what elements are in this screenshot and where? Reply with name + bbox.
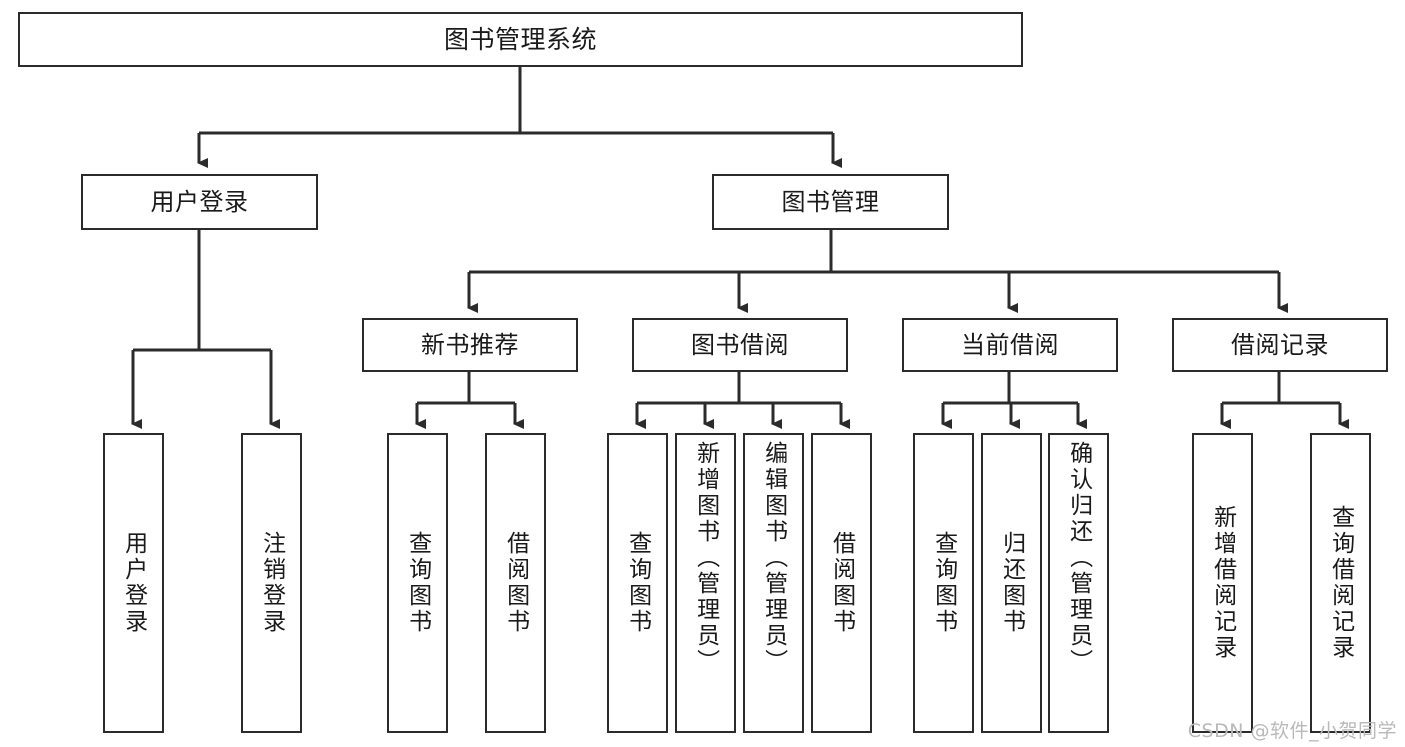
node-user-login[interactable]: 用户登录 bbox=[81, 174, 318, 230]
leaf-query-books-current[interactable]: 查询图书 bbox=[913, 433, 974, 733]
leaf-edit-book-admin[interactable]: 编辑图书（管理员） bbox=[743, 433, 804, 733]
node-label: 查询图书 bbox=[930, 531, 957, 635]
leaf-return-books[interactable]: 归还图书 bbox=[981, 433, 1042, 733]
node-label: 借阅图书 bbox=[502, 531, 529, 635]
leaf-add-book-admin[interactable]: 新增图书（管理员） bbox=[675, 433, 736, 733]
node-label: 注销登录 bbox=[258, 531, 285, 635]
node-root-book-management-system[interactable]: 图书管理系统 bbox=[18, 12, 1023, 67]
node-label: 新书推荐 bbox=[421, 330, 519, 359]
node-label: 用户登录 bbox=[150, 187, 249, 216]
node-book-management[interactable]: 图书管理 bbox=[712, 174, 949, 230]
node-label: 查询借阅记录 bbox=[1327, 505, 1354, 661]
node-new-book-recommendation[interactable]: 新书推荐 bbox=[362, 318, 578, 372]
node-label: 借阅记录 bbox=[1231, 330, 1329, 359]
node-book-borrowing[interactable]: 图书借阅 bbox=[632, 318, 848, 372]
node-label: 图书借阅 bbox=[691, 330, 789, 359]
node-label: 查询图书 bbox=[404, 531, 431, 635]
leaf-query-books-borrow[interactable]: 查询图书 bbox=[607, 433, 668, 733]
leaf-query-borrow-record[interactable]: 查询借阅记录 bbox=[1310, 433, 1371, 733]
leaf-query-books-recommend[interactable]: 查询图书 bbox=[387, 433, 448, 733]
leaf-borrow-books[interactable]: 借阅图书 bbox=[811, 433, 872, 733]
node-borrowing-records[interactable]: 借阅记录 bbox=[1172, 318, 1388, 372]
watermark-text: CSDN @软件_小贺同学 bbox=[1187, 720, 1397, 742]
node-label: 当前借阅 bbox=[961, 330, 1059, 359]
node-label: 查询图书 bbox=[624, 531, 651, 635]
node-label: 归还图书 bbox=[998, 531, 1025, 635]
leaf-user-login[interactable]: 用户登录 bbox=[103, 433, 164, 733]
node-label: 新增图书（管理员） bbox=[692, 441, 719, 675]
node-label: 借阅图书 bbox=[828, 531, 855, 635]
leaf-confirm-return-admin[interactable]: 确认归还（管理员） bbox=[1048, 433, 1109, 733]
node-current-borrowing[interactable]: 当前借阅 bbox=[902, 318, 1118, 372]
leaf-borrow-books-recommend[interactable]: 借阅图书 bbox=[485, 433, 546, 733]
node-label: 新增借阅记录 bbox=[1209, 505, 1236, 661]
node-label: 图书管理 bbox=[781, 187, 880, 216]
node-label: 编辑图书（管理员） bbox=[760, 441, 787, 675]
node-label: 确认归还（管理员） bbox=[1065, 441, 1092, 675]
leaf-add-borrow-record[interactable]: 新增借阅记录 bbox=[1192, 433, 1253, 733]
leaf-logout[interactable]: 注销登录 bbox=[241, 433, 302, 733]
node-label: 用户登录 bbox=[120, 531, 147, 635]
node-label: 图书管理系统 bbox=[443, 24, 597, 54]
